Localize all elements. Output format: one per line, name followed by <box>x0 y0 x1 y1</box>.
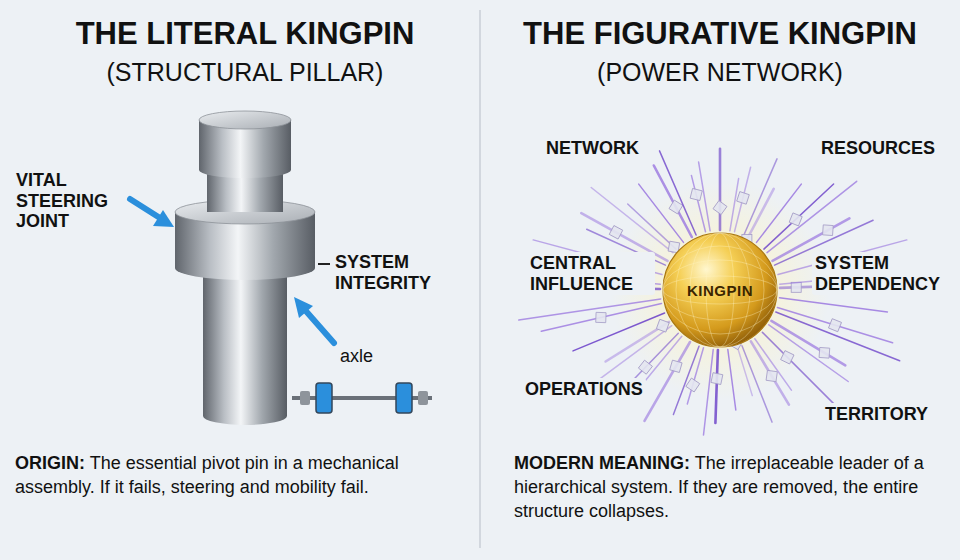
divider-line <box>479 10 481 548</box>
cube-icon <box>823 225 834 236</box>
cube-icon <box>737 192 750 205</box>
network-label: TERRITORY <box>822 403 931 426</box>
pointer-arrow <box>294 297 334 343</box>
ray-line <box>639 184 684 242</box>
network-label: SYSTEM DEPENDENCY <box>812 252 952 295</box>
description-heading: MODERN MEANING: <box>514 453 690 473</box>
ray-line <box>748 189 774 237</box>
ray-line <box>751 341 789 404</box>
sphere-body <box>663 233 777 347</box>
pin-drawing <box>175 111 315 425</box>
ray-line <box>728 350 736 411</box>
ray-line <box>755 339 792 390</box>
ray-line <box>628 204 676 249</box>
cube-icon <box>819 347 830 358</box>
ray-line <box>715 350 718 423</box>
panel-title: THE LITERAL KINGPIN <box>76 16 415 52</box>
cube-icon <box>828 319 841 332</box>
cube-icon <box>713 201 727 215</box>
ray-line <box>777 308 892 343</box>
sphere-grid <box>663 246 777 334</box>
ray-line <box>691 175 705 231</box>
ray-line <box>704 350 714 435</box>
ray-line <box>776 312 900 361</box>
ray-line <box>738 347 753 395</box>
network-label: OPERATIONS <box>522 378 646 401</box>
sphere-grid <box>663 276 777 304</box>
ray-line <box>764 184 834 249</box>
cube-icon <box>791 282 801 292</box>
ray-line <box>771 321 845 365</box>
cube-icon <box>670 360 682 372</box>
cube-icon <box>789 213 802 226</box>
cube-icon <box>766 370 777 381</box>
network-label: CENTRAL INFLUENCE <box>527 252 655 295</box>
node-label: KINGPIN <box>687 282 753 299</box>
ray-line <box>673 346 699 414</box>
ray-line <box>591 188 673 253</box>
description-heading: ORIGIN: <box>15 453 85 473</box>
ray-line <box>519 299 661 320</box>
cube-icon <box>656 319 669 332</box>
description-text: ORIGIN: The essential pivot pin in a mec… <box>15 452 467 500</box>
cube-icon <box>609 226 623 240</box>
ray-line <box>767 181 857 252</box>
pointer-arrow <box>130 199 174 227</box>
cube-icon <box>781 351 794 364</box>
sphere-grid <box>676 233 764 347</box>
ray-line <box>769 325 848 382</box>
leader-line <box>318 263 330 265</box>
panel-title: THE FIGURATIVE KINGPIN <box>523 16 917 52</box>
ray-line <box>742 346 772 422</box>
ray-line <box>744 159 777 235</box>
panel-subtitle: (POWER NETWORK) <box>597 58 843 87</box>
ray-line <box>699 162 711 231</box>
description-text: MODERN MEANING: The irreplaceable leader… <box>514 452 950 523</box>
cube-icon <box>669 200 683 214</box>
callout-label: SYSTEM INTEGRITY <box>335 252 439 293</box>
cube-icon <box>711 373 723 385</box>
callout-label: axle <box>340 346 373 367</box>
ray-line <box>660 151 697 235</box>
sphere-grid <box>663 260 777 320</box>
ray-line <box>735 167 751 232</box>
ray-line <box>719 149 722 230</box>
cube-icon <box>690 188 702 200</box>
ray-line <box>573 313 665 351</box>
panel-subtitle: (STRUCTURAL PILLAR) <box>107 58 384 87</box>
cube-icon <box>638 360 652 374</box>
cube-icon <box>596 312 606 322</box>
ray-line <box>780 298 888 312</box>
ray-line <box>762 332 835 405</box>
callout-label: VITAL STEERING JOINT <box>16 170 128 232</box>
ray-line <box>654 166 692 238</box>
ray-line <box>757 184 802 242</box>
network-label: NETWORK <box>543 137 642 160</box>
network-label: RESOURCES <box>818 137 938 160</box>
axle-symbol <box>292 383 432 413</box>
cube-icon <box>686 378 700 392</box>
hub-sphere: KINGPIN <box>662 232 778 348</box>
